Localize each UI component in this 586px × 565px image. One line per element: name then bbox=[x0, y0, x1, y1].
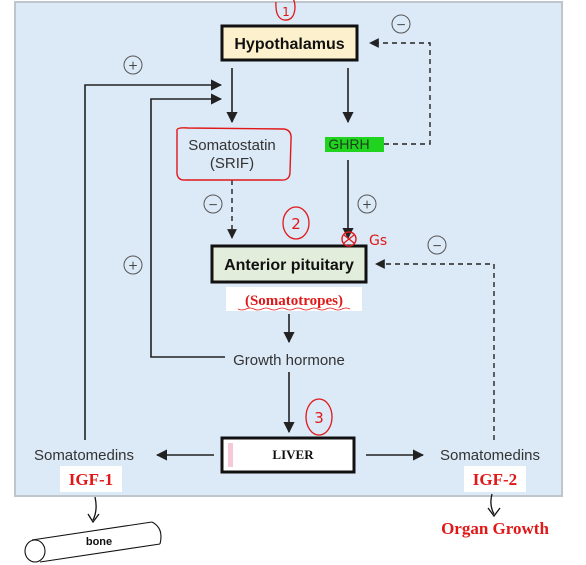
srif-label: (SRIF) bbox=[210, 155, 254, 172]
svg-text:+: + bbox=[128, 59, 138, 73]
svg-text:1: 1 bbox=[282, 5, 290, 19]
arrow-somatomedins-feedback bbox=[84, 79, 223, 440]
annotation-step-3: 3 bbox=[305, 398, 333, 436]
minus-sign-srif: − bbox=[203, 194, 223, 214]
svg-text:−: − bbox=[396, 18, 406, 32]
arrow-ghrh-feedback bbox=[369, 38, 431, 145]
bone-cylinder-icon bbox=[24, 521, 162, 563]
igf1-label: IGF-1 bbox=[69, 470, 113, 489]
anterior-pituitary-label: Anterior pituitary bbox=[224, 257, 354, 274]
somatotropes-bg bbox=[226, 287, 362, 311]
igf2-bg bbox=[464, 466, 526, 492]
somatostatin-highlight-circle bbox=[176, 127, 292, 181]
annotation-receptor-mark bbox=[341, 231, 357, 247]
spellcheck-underline bbox=[237, 307, 351, 311]
svg-text:+: + bbox=[128, 259, 138, 273]
svg-text:−: − bbox=[432, 239, 442, 253]
arrow-somatomedins-right-feedback bbox=[375, 259, 495, 440]
anterior-pituitary-box bbox=[210, 244, 368, 284]
minus-sign-igf2: − bbox=[427, 235, 447, 255]
ghrh-highlight bbox=[325, 137, 384, 152]
annotation-step-2: 2 bbox=[282, 206, 310, 240]
liver-accent bbox=[228, 443, 233, 467]
growth-hormone-label: Growth hormone bbox=[233, 352, 345, 369]
svg-text:−: − bbox=[208, 198, 218, 212]
svg-text:2: 2 bbox=[291, 215, 301, 233]
ghrh-label: GHRH bbox=[328, 136, 369, 152]
organ-growth-label: Organ Growth bbox=[441, 519, 549, 538]
arrow-gh-feedback bbox=[150, 93, 225, 358]
somatotropes-label: (Somatotropes) bbox=[245, 293, 343, 309]
bone-label: bone bbox=[86, 536, 112, 548]
arrow-igf1-to-bone-head bbox=[87, 513, 100, 524]
minus-sign-top-right: − bbox=[391, 14, 411, 34]
hypothalamus-label: Hypothalamus bbox=[234, 36, 344, 53]
hypothalamus-box bbox=[220, 24, 359, 62]
somatomedins-left-label: Somatomedins bbox=[34, 447, 134, 464]
liver-label: LIVER bbox=[272, 447, 314, 462]
somatomedins-right-label: Somatomedins bbox=[440, 447, 540, 464]
igf2-label: IGF-2 bbox=[473, 470, 517, 489]
annotation-gs: Gs bbox=[369, 233, 387, 249]
arrow-igf1-to-bone bbox=[92, 496, 97, 521]
arrow-igf2-to-organ-head bbox=[487, 507, 501, 518]
svg-text:3: 3 bbox=[314, 409, 324, 427]
annotation-step-1: 1 bbox=[275, 0, 296, 21]
somatostatin-label: Somatostatin bbox=[188, 137, 276, 154]
plus-sign-top: + bbox=[123, 55, 143, 75]
liver-box bbox=[220, 436, 356, 474]
arrow-igf2-to-organ bbox=[490, 493, 495, 515]
svg-text:+: + bbox=[362, 198, 372, 212]
plus-sign-gh: + bbox=[123, 255, 143, 275]
plus-sign-ghrh: + bbox=[357, 194, 377, 214]
igf1-bg bbox=[60, 466, 122, 492]
